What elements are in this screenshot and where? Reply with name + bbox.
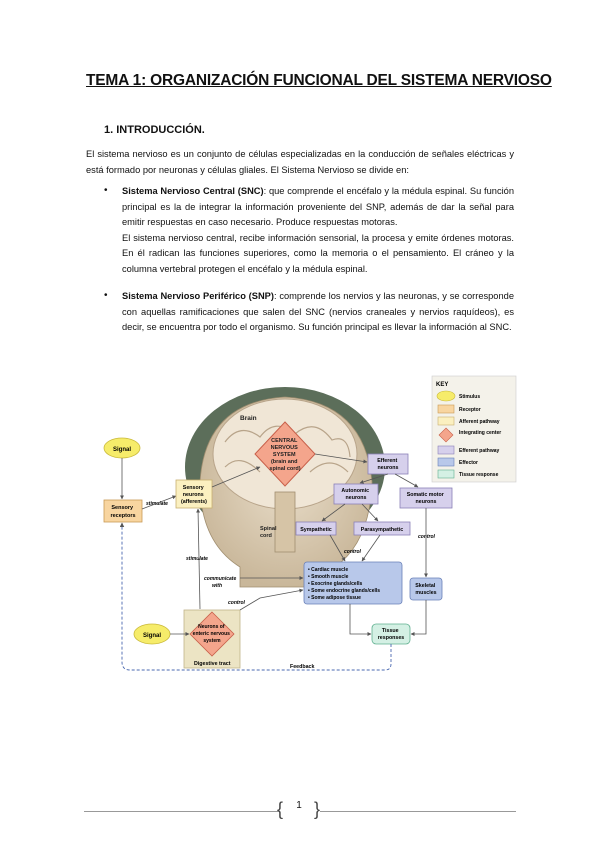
- page-title: TEMA 1: ORGANIZACIÓN FUNCIONAL DEL SISTE…: [86, 72, 552, 89]
- bullet-snc-term: Sistema Nervioso Central (SNC): [122, 186, 264, 196]
- somatic-neurons-box: [399, 487, 453, 509]
- feedback-loop: [119, 522, 392, 671]
- svg-text:Sensory receptors: Sensory receptors: [110, 505, 135, 519]
- stimulate-label-2: stimulate: [186, 556, 208, 562]
- key-item: Integrating center: [459, 430, 501, 436]
- key-title: KEY: [436, 382, 448, 388]
- signal-top-label: Signal: [113, 447, 131, 453]
- bullet-marker: •: [104, 185, 108, 196]
- enteric-2: enteric nervous: [193, 631, 230, 637]
- bullet-marker: •: [104, 290, 108, 301]
- parasympathetic-label: Parasympathetic: [361, 527, 403, 533]
- feedback-label: Feedback: [290, 664, 314, 670]
- footer-rule-right: [320, 811, 516, 812]
- svg-text:• Cardiac muscle • Smooth: • Cardiac muscle • Smooth muscle • Exocr…: [308, 567, 381, 601]
- enteric-3: system: [203, 638, 221, 644]
- svg-text:Somatic motor neurons: Somatic motor neurons: [407, 492, 446, 505]
- spinal-cord-illustration: [274, 491, 296, 553]
- svg-text:CENTRAL NERVOUS SYSTEM: CENTRAL NERVOUS SYSTEM (brain and spinal…: [269, 438, 300, 472]
- spinal-label-2: cord: [260, 533, 272, 539]
- enteric-1: Neurons of: [198, 624, 225, 630]
- bullet-snc-text2: El sistema nervioso central, recibe info…: [122, 232, 514, 274]
- section-heading: 1. INTRODUCCIÓN.: [104, 124, 205, 136]
- control-label-3: control: [228, 600, 246, 606]
- key-item: Receptor: [459, 407, 481, 413]
- intro-paragraph: El sistema nervioso es un conjunto de cé…: [86, 149, 514, 175]
- effector-item: • Exocrine glands/cells: [308, 581, 362, 587]
- autonomic-2: neurons: [346, 495, 367, 501]
- tissue-2: responses: [378, 635, 405, 641]
- key-item: Efferent pathway: [459, 448, 500, 454]
- spinal-label-1: Spinal: [260, 526, 277, 532]
- effector-item: • Some adipose tissue: [308, 595, 361, 601]
- cns-label-2: NERVOUS: [271, 445, 298, 451]
- svg-text:Neurons of enteric nervous: Neurons of enteric nervous system: [193, 624, 232, 644]
- svg-text:Spinal cord: Spinal cord: [260, 526, 278, 539]
- communicate-2: with: [212, 583, 222, 589]
- cns-label-5: spinal cord): [269, 466, 300, 472]
- svg-text:Autonomic neurons: Autonomic neurons: [341, 488, 370, 501]
- footer-brace-right: }: [314, 799, 321, 819]
- efferent-neurons-1: Efferent: [377, 458, 397, 464]
- sensory-neurons-box: [175, 479, 213, 509]
- page-number: 1: [296, 800, 302, 811]
- sensory-neurons-1: Sensory: [183, 485, 204, 491]
- svg-text:Integrating center: Integrating center: [459, 430, 501, 436]
- svg-text:Tissue responses: Tissue responses: [378, 628, 405, 641]
- effector-item: • Smooth muscle: [308, 574, 349, 580]
- autonomic-1: Autonomic: [341, 488, 369, 494]
- sensory-neurons-3: (afferents): [181, 499, 207, 505]
- effectors-box: [303, 561, 403, 605]
- cns-integrating-center: [254, 421, 316, 487]
- svg-text:Efferent neurons: Efferent neurons: [377, 458, 399, 471]
- somatic-2: neurons: [416, 499, 437, 505]
- footer-rule-left: [84, 811, 280, 812]
- sensory-receptors-box: [103, 499, 143, 523]
- communicate-1: communicate: [204, 576, 236, 582]
- skeletal-1: Skeletal: [415, 583, 436, 589]
- tissue-responses-box: [371, 623, 411, 645]
- bullet-snp-term: Sistema Nervioso Periférico (SNP): [122, 291, 274, 301]
- stimulate-label: stimulate: [146, 501, 168, 507]
- signal-bottom-label: Signal: [143, 633, 161, 639]
- skeletal-2: muscles: [415, 590, 436, 596]
- bullet-snp: Sistema Nervioso Periférico (SNP): compr…: [122, 289, 514, 336]
- sensory-receptors-2: receptors: [110, 513, 135, 519]
- sensory-receptors-1: Sensory: [111, 505, 134, 511]
- svg-text:Sensory neurons (affer: Sensory neurons (afferents): [181, 485, 207, 505]
- bullet-snc-text: : que comprende el encéfalo y la médula …: [122, 186, 515, 227]
- cns-label-4: (brain and: [271, 459, 298, 465]
- enteric-integrating-center: [189, 611, 235, 657]
- key-item: Tissue response: [459, 472, 499, 478]
- svg-text:communicate with: communicate with: [204, 576, 238, 589]
- svg-text:Skeletal muscles: Skeletal muscles: [415, 583, 437, 596]
- key-item: Effector: [459, 460, 478, 466]
- sympathetic-box: [295, 521, 337, 536]
- somatic-1: Somatic motor: [407, 492, 444, 498]
- efferent-neurons-box: [367, 453, 409, 475]
- control-label-2: control: [418, 534, 436, 540]
- brain-label: Brain: [240, 415, 257, 422]
- sympathetic-label: Sympathetic: [300, 527, 332, 533]
- nervous-system-diagram: Brain CENTRAL NERVOUS SYSTEM (brain and …: [103, 375, 517, 671]
- effector-item: • Cardiac muscle: [308, 567, 348, 573]
- control-label-1: control: [344, 549, 362, 555]
- sensory-neurons-2: neurons: [183, 492, 204, 498]
- key-item: Stimulus: [459, 394, 480, 400]
- effector-item: • Some endocrine glands/cells: [308, 588, 380, 594]
- parasympathetic-box: [353, 521, 411, 536]
- cns-label-1: CENTRAL: [271, 438, 298, 444]
- key-item: Afferent pathway: [459, 419, 500, 425]
- digestive-label: Digestive tract: [194, 661, 231, 667]
- footer-brace-left: {: [277, 799, 284, 819]
- bullet-snc: Sistema Nervioso Central (SNC): que comp…: [122, 184, 514, 277]
- tissue-1: Tissue: [382, 628, 399, 634]
- bullet-snp-text: : comprende los nervios y las neuronas, …: [122, 291, 514, 332]
- skeletal-muscles-box: [409, 577, 443, 601]
- cns-label-3: SYSTEM: [273, 452, 296, 458]
- efferent-neurons-2: neurons: [378, 465, 399, 471]
- autonomic-neurons-box: [333, 483, 379, 505]
